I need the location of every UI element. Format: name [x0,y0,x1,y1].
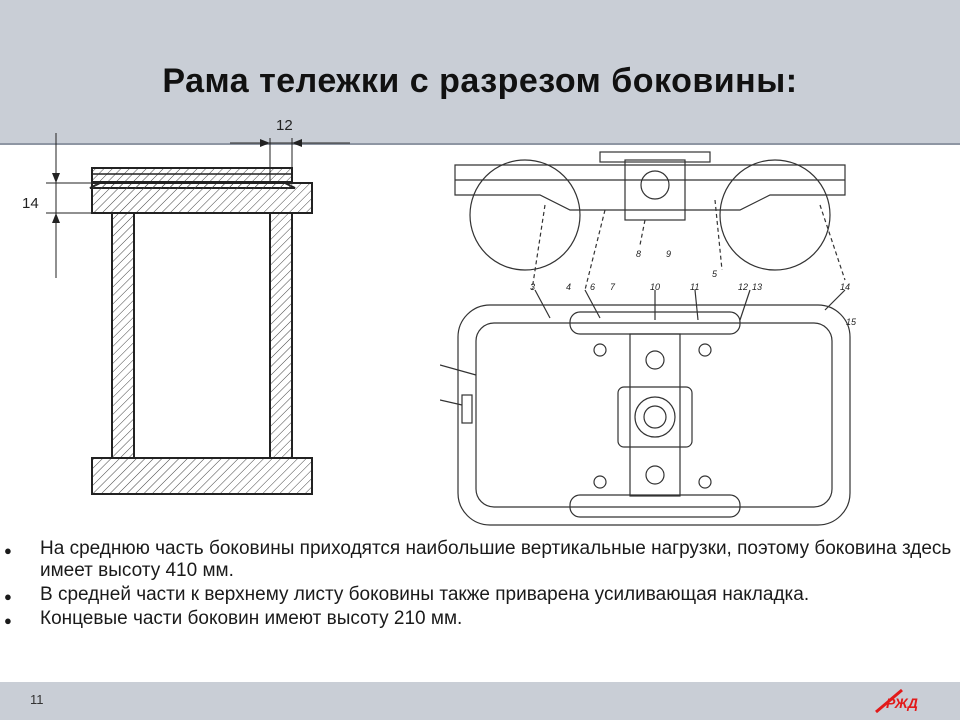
bullet-item: ● На среднюю часть боковины приходятся на… [0,538,960,582]
callout-12: 12 [738,282,748,292]
callout-15: 15 [846,317,857,327]
rzd-logo: РЖД [875,688,918,714]
callout-9: 9 [666,249,671,259]
upper-flange [91,182,313,214]
title-divider [0,143,960,145]
right-web [269,212,293,459]
slide-title: Рама тележки с разрезом боковины: [162,62,798,100]
bullet-icon: ● [4,589,12,604]
bogie-frame-drawing: 3 4 5 6 7 8 9 10 11 12 13 14 15 [440,151,857,526]
left-web [111,212,135,459]
wheel-left [469,159,581,271]
lower-flange [91,457,313,495]
callout-13: 13 [752,282,762,292]
side-frame-section-drawing: 14 12 [22,117,350,495]
frame-outer-outline [457,304,851,526]
bullet-icon: ● [4,543,12,558]
dimension-12: 12 [276,117,293,134]
callout-6: 6 [590,282,595,292]
callout-8: 8 [636,249,641,259]
bullet-item: ● Концевые части боковин имеют высоту 210… [0,608,960,630]
bullet-list: ● На среднюю часть боковины приходятся на… [0,538,960,632]
callout-11: 11 [690,282,699,292]
callout-3: 3 [530,282,535,292]
bullet-text: Концевые части боковин имеют высоту 210 … [40,608,463,629]
callout-14: 14 [840,282,850,292]
bullet-text: В средней части к верхнему листу боковин… [40,584,810,605]
bullet-item: ● В средней части к верхнему листу бокови… [0,584,960,606]
top-plate [91,167,293,183]
title-bar [0,0,960,143]
svg-text:РЖД: РЖД [886,695,918,711]
bullet-icon: ● [4,613,12,628]
page-number: 11 [30,692,44,707]
callout-5: 5 [712,269,718,279]
dimension-14: 14 [22,195,39,212]
callout-7: 7 [610,282,616,292]
callout-10: 10 [650,282,660,292]
central-bolster [629,333,681,497]
callout-4: 4 [566,282,571,292]
wheel-right [719,159,831,271]
footer-bar [0,682,960,720]
bullet-text: На среднюю часть боковины приходятся наи… [40,538,952,581]
